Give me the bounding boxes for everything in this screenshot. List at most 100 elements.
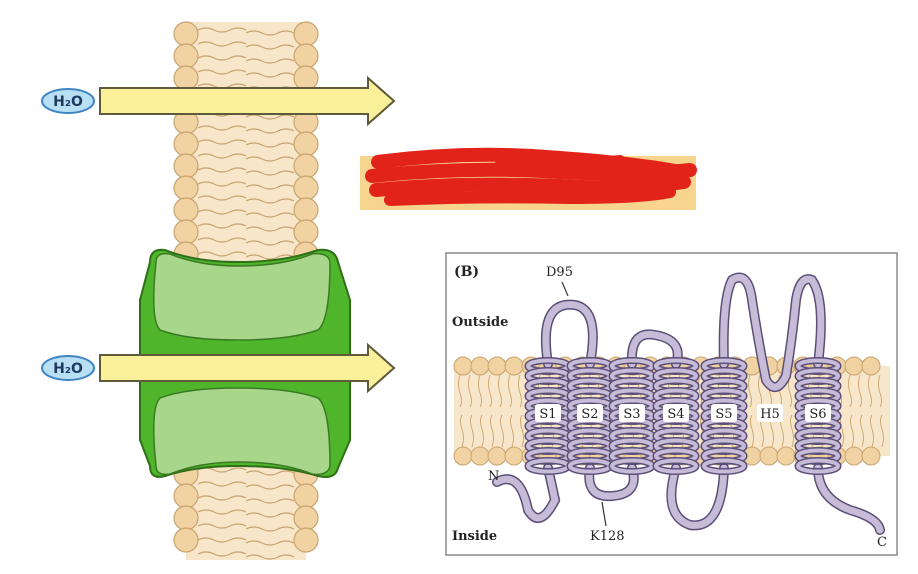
lipid-tail bbox=[498, 374, 504, 448]
segment-label-bg bbox=[619, 404, 645, 422]
c-terminus-label: C bbox=[877, 535, 887, 550]
lipid-tail bbox=[458, 374, 464, 448]
helix-turn bbox=[702, 458, 746, 474]
helix-turn bbox=[796, 458, 840, 474]
lipid-tail bbox=[197, 41, 295, 50]
lipid-head bbox=[173, 219, 199, 245]
residue-k128-pointer bbox=[601, 501, 607, 527]
segment-label-bg bbox=[577, 404, 603, 422]
segment-label-s6: S6 bbox=[809, 407, 826, 422]
segment-label-h5: H5 bbox=[760, 407, 780, 422]
lipid-head bbox=[504, 446, 524, 466]
lipid-head bbox=[293, 175, 319, 201]
lipid-head bbox=[776, 446, 796, 466]
lipid-tail bbox=[197, 139, 295, 148]
lipid-head bbox=[293, 483, 319, 509]
lipid-head bbox=[293, 21, 319, 47]
segment-label-s2: S2 bbox=[581, 407, 598, 422]
lipid-tail bbox=[197, 495, 295, 504]
lipid-tail bbox=[197, 181, 295, 190]
h2o-label-bottom: H₂O bbox=[53, 361, 83, 377]
lipid-head bbox=[293, 197, 319, 223]
segment-label-s4: S4 bbox=[667, 407, 684, 422]
residue-d95-pointer bbox=[561, 281, 569, 297]
lipid-head bbox=[173, 65, 199, 91]
lipid-bilayer-lower bbox=[173, 461, 319, 560]
lipid-head bbox=[844, 446, 864, 466]
lipid-head bbox=[470, 356, 490, 376]
n-terminus-label: N bbox=[488, 469, 499, 484]
protein-loops bbox=[492, 272, 885, 535]
lipid-tail bbox=[197, 237, 295, 246]
segment-label-s5: S5 bbox=[715, 407, 732, 422]
channel-lower-lobe bbox=[153, 387, 331, 476]
h2o-badge-bottom: H₂O bbox=[41, 355, 95, 381]
lipid-head bbox=[293, 505, 319, 531]
lipid-head bbox=[844, 356, 864, 376]
lipid-tail bbox=[197, 69, 295, 78]
lipid-head bbox=[173, 43, 199, 69]
redacted-title: ​ bbox=[360, 147, 697, 210]
lipid-head bbox=[453, 356, 473, 376]
lipid-tail bbox=[478, 374, 484, 448]
segment-label-s1: S1 bbox=[539, 407, 556, 422]
helix-turn bbox=[654, 458, 698, 474]
segment-label-s3: S3 bbox=[623, 407, 640, 422]
lipid-tail bbox=[197, 27, 295, 36]
lipid-head bbox=[173, 131, 199, 157]
lipid-head bbox=[487, 356, 507, 376]
lipid-head bbox=[173, 505, 199, 531]
segment-labels: S1 S2 S3 S4 S5 H5 S6 bbox=[535, 404, 831, 422]
helix-turn bbox=[610, 458, 654, 474]
lipid-tail bbox=[868, 374, 874, 448]
h2o-badge-top: H₂O bbox=[41, 88, 95, 114]
channel-upper-lobe bbox=[153, 252, 331, 341]
lipid-tail bbox=[197, 209, 295, 218]
lipid-head bbox=[453, 446, 473, 466]
residue-k128-label: K128 bbox=[590, 529, 625, 544]
lipid-head bbox=[173, 175, 199, 201]
lipid-head bbox=[504, 356, 524, 376]
lipid-head bbox=[173, 483, 199, 509]
lipid-tail bbox=[197, 167, 295, 176]
lipid-head bbox=[173, 153, 199, 179]
lipid-tail bbox=[858, 374, 864, 448]
lipid-head bbox=[293, 131, 319, 157]
residue-d95-label: D95 bbox=[546, 265, 573, 280]
lipid-tail bbox=[197, 481, 295, 490]
lipid-tail bbox=[197, 509, 295, 518]
lipid-head bbox=[759, 446, 779, 466]
h2o-label-top: H₂O bbox=[53, 94, 83, 110]
lipid-tail bbox=[488, 374, 494, 448]
lipid-tail bbox=[197, 153, 295, 162]
lipid-head bbox=[470, 446, 490, 466]
lipid-tail bbox=[508, 374, 514, 448]
water-flow-arrow-top bbox=[99, 75, 396, 127]
lipid-bilayer-upper bbox=[173, 21, 319, 286]
lipid-tail bbox=[197, 195, 295, 204]
lipid-tail bbox=[468, 374, 474, 448]
inside-label: Inside bbox=[452, 529, 497, 544]
lipid-head bbox=[293, 527, 319, 553]
helix-6 bbox=[794, 357, 842, 475]
lipid-tail bbox=[878, 374, 884, 448]
redaction-scribble-icon bbox=[365, 147, 697, 206]
water-flow-arrow-bottom bbox=[99, 342, 396, 394]
lipid-head bbox=[293, 153, 319, 179]
lipid-tail bbox=[848, 374, 854, 448]
lipid-tail bbox=[197, 251, 295, 260]
segment-label-bg bbox=[757, 404, 783, 422]
lipid-head bbox=[173, 21, 199, 47]
panel-b-topology: S1 S2 S3 S4 S5 H5 S6 (B) Outside Inside D95 K1… bbox=[445, 252, 898, 556]
lipid-tail bbox=[197, 537, 295, 546]
lipid-head bbox=[861, 446, 881, 466]
outside-label: Outside bbox=[452, 315, 508, 330]
lipid-head bbox=[861, 356, 881, 376]
lipid-tail bbox=[197, 551, 295, 560]
lipid-head bbox=[173, 197, 199, 223]
lipid-tail-region bbox=[186, 462, 306, 560]
lipid-head bbox=[293, 65, 319, 91]
panel-b-label: (B) bbox=[454, 264, 479, 280]
segment-label-bg bbox=[805, 404, 831, 422]
